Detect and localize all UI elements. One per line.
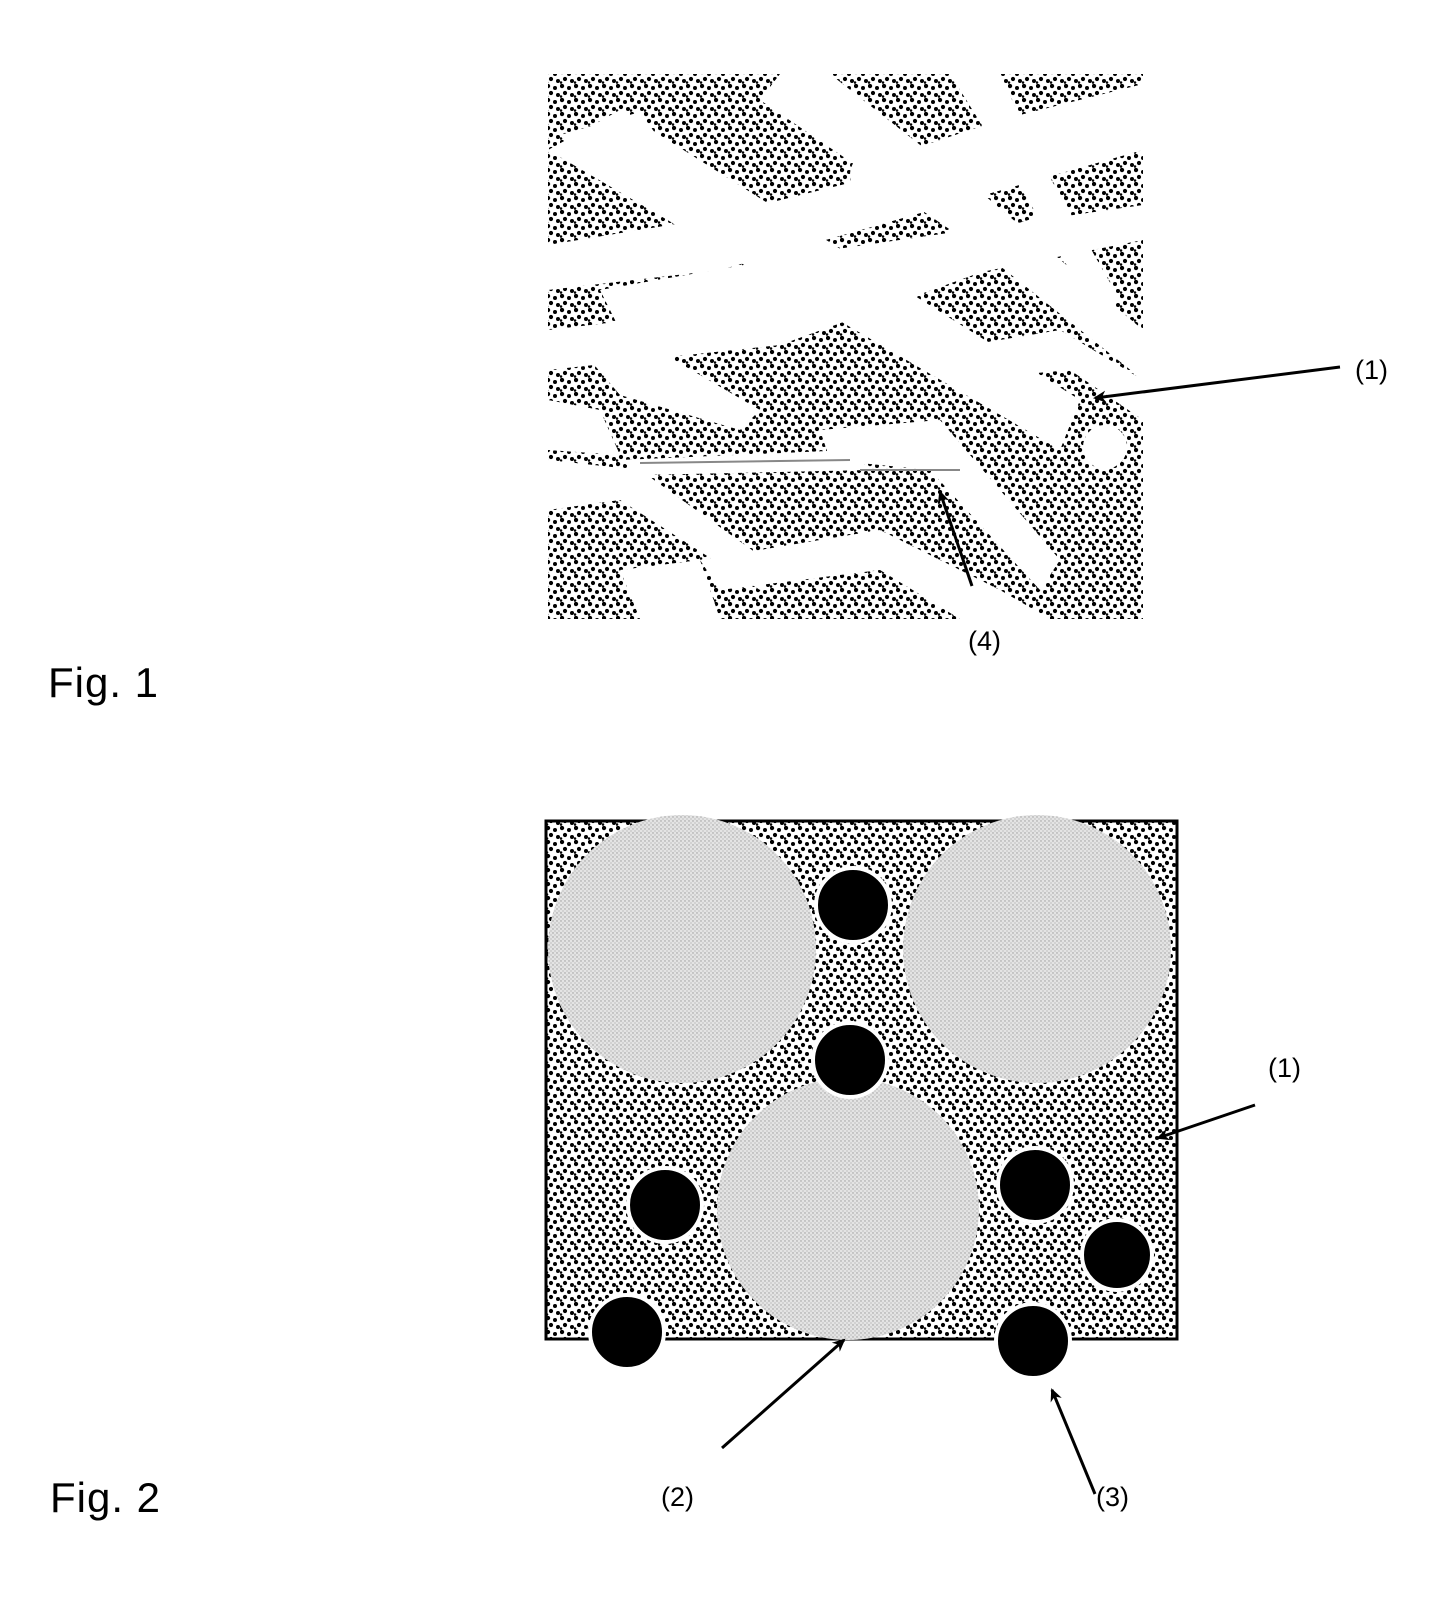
fig2-small-particle	[590, 1295, 664, 1369]
fig2-large-particle	[717, 1078, 979, 1340]
fig2-leader-3	[1052, 1390, 1095, 1494]
fig1-void	[1083, 425, 1127, 469]
fig2-small-particle	[628, 1168, 702, 1242]
fig2-small-particle	[996, 1304, 1070, 1378]
fig2-leader-2	[722, 1340, 844, 1448]
fig2-small-particle	[1082, 1220, 1152, 1290]
fig2-ref-2: (2)	[661, 1484, 694, 1511]
fig2-ref-3: (3)	[1096, 1484, 1129, 1511]
figure-2-caption: Fig. 2	[50, 1477, 161, 1519]
fig2-small-particle	[813, 1023, 887, 1097]
fig2-large-particle	[548, 815, 816, 1083]
fig1-matrix	[548, 74, 1143, 619]
figure-1-caption: Fig. 1	[48, 662, 159, 704]
fig2-ref-1: (1)	[1268, 1055, 1301, 1082]
figure-2-drawing	[546, 815, 1177, 1378]
fig1-ref-1: (1)	[1355, 357, 1388, 384]
fig2-small-particle	[816, 868, 890, 942]
fig2-large-particle	[903, 815, 1171, 1083]
fig2-small-particle	[998, 1148, 1072, 1222]
fig1-void	[850, 151, 898, 199]
fig1-ref-4: (4)	[968, 628, 1001, 655]
